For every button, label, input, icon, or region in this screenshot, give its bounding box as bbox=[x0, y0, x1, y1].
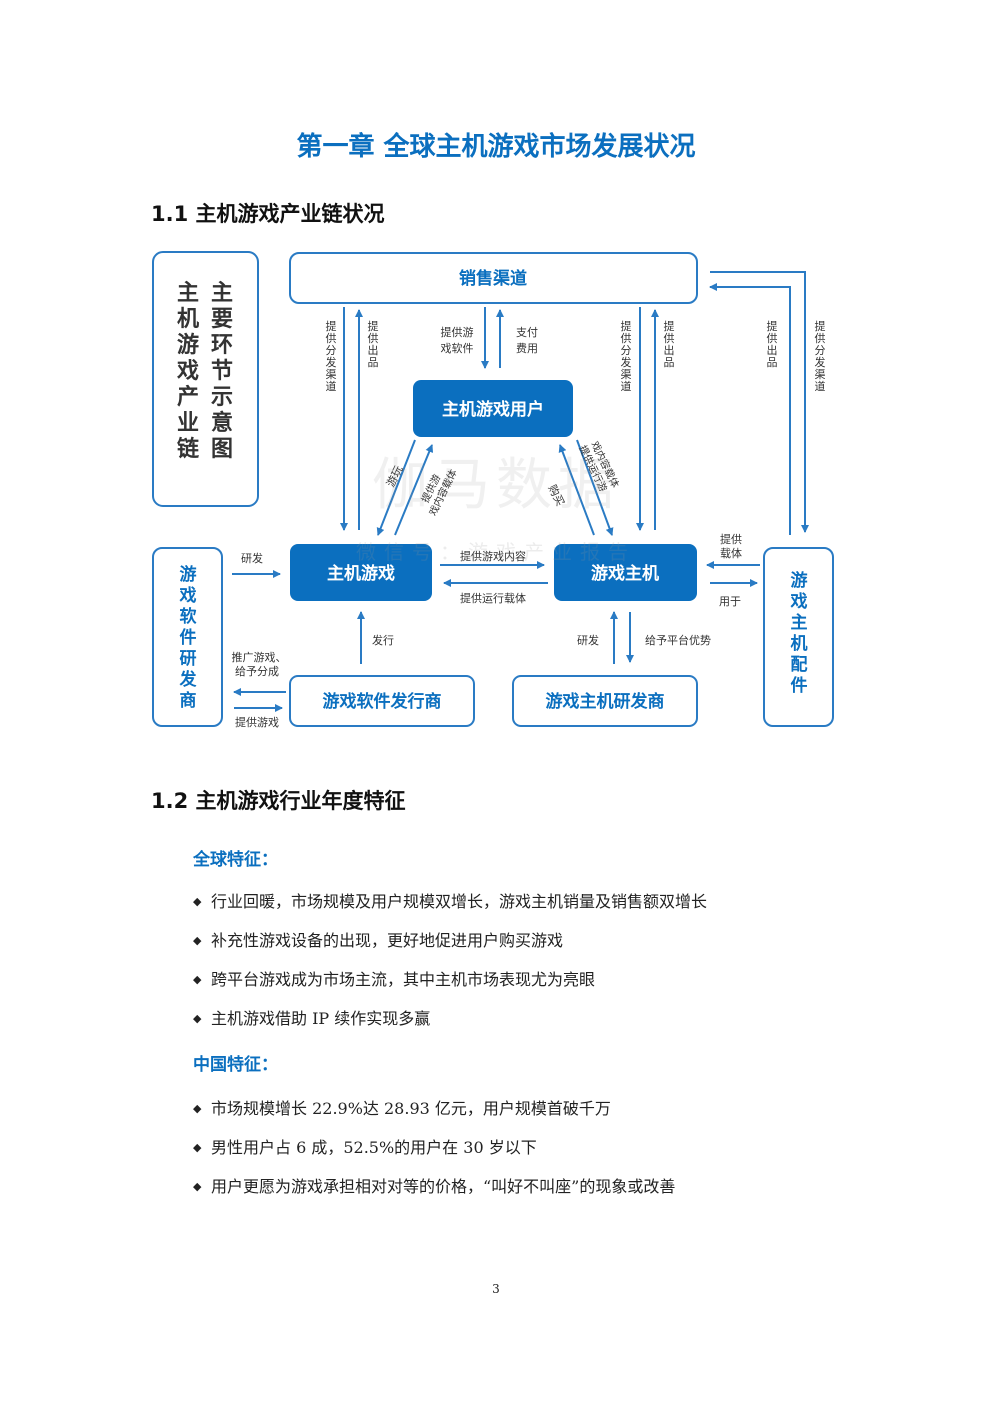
global-bullet-3: ◆跨平台游戏成为市场主流，其中主机市场表现尤为亮眼 bbox=[193, 970, 596, 989]
sales-channel-box bbox=[289, 252, 698, 304]
industry-chain-diagram: 主机游戏产业链 主要环节示意图 销售渠道 主机游戏用户 主机游戏 游戏主机 游戏… bbox=[152, 251, 834, 729]
side-title-col1: 主机游戏产业链 bbox=[176, 281, 199, 462]
china-heading: 中国特征： bbox=[193, 1055, 278, 1075]
arrow-console-from-user bbox=[576, 439, 614, 536]
label-provide-run-carrier-short: 提供运行载体 bbox=[460, 591, 526, 605]
side-title-col2: 主要环节示意图 bbox=[211, 281, 233, 462]
developer-label: 游戏软件研发商 bbox=[179, 564, 198, 711]
publisher-label: 游戏软件发行商 bbox=[323, 691, 442, 712]
label-provide-goods-right: 提供出品 bbox=[767, 320, 778, 369]
arrow-game-to-user bbox=[394, 444, 434, 536]
bullet-icon: ◆ bbox=[193, 1012, 202, 1025]
chapter-title: 第一章 全球主机游戏市场发展状况 bbox=[296, 132, 696, 162]
global-bullet-4: ◆主机游戏借助 IP 续作实现多赢 bbox=[193, 1009, 431, 1028]
label-promote-1: 推广游戏、 bbox=[232, 650, 287, 664]
side-title-box bbox=[152, 251, 259, 507]
bullet-icon: ◆ bbox=[193, 1180, 202, 1193]
accessories-label: 游戏主机配件 bbox=[790, 570, 808, 696]
section-1-1-heading: 1.1 主机游戏产业链状况 bbox=[151, 202, 385, 226]
label-provide-goods-mid: 提供出品 bbox=[664, 320, 675, 369]
console-label: 游戏主机 bbox=[591, 563, 659, 584]
label-provide-distribution-left: 提供分发渠道 bbox=[326, 320, 337, 393]
bullet-icon: ◆ bbox=[193, 934, 202, 947]
watermark-main: 伽马数据 bbox=[372, 453, 620, 518]
game-box bbox=[290, 544, 432, 601]
bullet-icon: ◆ bbox=[193, 1102, 202, 1115]
china-bullet-1: ◆市场规模增长 22.9%达 28.93 亿元，用户规模首破千万 bbox=[193, 1099, 611, 1118]
label-provide-game-software-1: 提供游 bbox=[441, 325, 474, 339]
user-label: 主机游戏用户 bbox=[442, 399, 544, 420]
game-label: 主机游戏 bbox=[327, 563, 395, 584]
label-pay-fee-1: 支付 bbox=[516, 326, 538, 339]
global-heading: 全球特征： bbox=[193, 850, 278, 870]
arrow-sales-to-accessories bbox=[710, 271, 809, 533]
label-provide-carrier-2: 载体 bbox=[720, 546, 742, 560]
label-develop-left: 研发 bbox=[241, 551, 263, 565]
publisher-box bbox=[289, 675, 475, 727]
label-provide-game-software-2: 戏软件 bbox=[441, 341, 474, 355]
user-box bbox=[413, 380, 573, 437]
console-maker-label: 游戏主机研发商 bbox=[546, 691, 665, 712]
label-develop-right: 研发 bbox=[577, 633, 599, 647]
accessories-box bbox=[763, 547, 834, 727]
label-publish: 发行 bbox=[372, 633, 394, 647]
label-provide-distribution-right: 提供分发渠道 bbox=[815, 320, 826, 393]
label-provide-goods-left: 提供出品 bbox=[368, 320, 379, 369]
page-number: 3 bbox=[492, 1282, 500, 1296]
arrow-accessories-to-sales bbox=[709, 283, 791, 535]
global-bullet-2: ◆补充性游戏设备的出现，更好地促进用户购买游戏 bbox=[193, 931, 564, 950]
label-promote-2: 给予分成 bbox=[235, 665, 279, 678]
label-provide-game: 提供游戏 bbox=[235, 715, 279, 729]
label-pay-fee-2: 费用 bbox=[516, 342, 538, 355]
label-provide-distribution-mid: 提供分发渠道 bbox=[621, 320, 632, 393]
bullet-icon: ◆ bbox=[193, 895, 202, 908]
watermark-sub: 微信号：游戏产业报告 bbox=[356, 540, 636, 564]
label-use: 用于 bbox=[719, 595, 741, 608]
label-platform-advantage: 给予平台优势 bbox=[645, 633, 711, 647]
section-1-2-heading: 1.2 主机游戏行业年度特征 bbox=[151, 789, 406, 813]
bullet-icon: ◆ bbox=[193, 973, 202, 986]
bullet-icon: ◆ bbox=[193, 1141, 202, 1154]
developer-box bbox=[152, 547, 223, 727]
sales-channel-label: 销售渠道 bbox=[459, 268, 527, 289]
label-provide-game-content: 提供游戏内容 bbox=[460, 549, 526, 563]
console-box bbox=[554, 544, 697, 601]
china-bullet-3: ◆用户更愿为游戏承担相对对等的价格，“叫好不叫座”的现象或改善 bbox=[193, 1177, 676, 1196]
arrow-console-to-user bbox=[558, 444, 595, 536]
china-bullet-2: ◆男性用户占 6 成，52.5%的用户在 30 岁以下 bbox=[193, 1138, 537, 1157]
global-bullet-1: ◆行业回暖，市场规模及用户规模双增长，游戏主机销量及销售额双增长 bbox=[193, 892, 708, 911]
arrow-user-to-game bbox=[376, 439, 416, 536]
console-maker-box bbox=[512, 675, 698, 727]
label-provide-carrier-1: 提供 bbox=[720, 532, 742, 546]
